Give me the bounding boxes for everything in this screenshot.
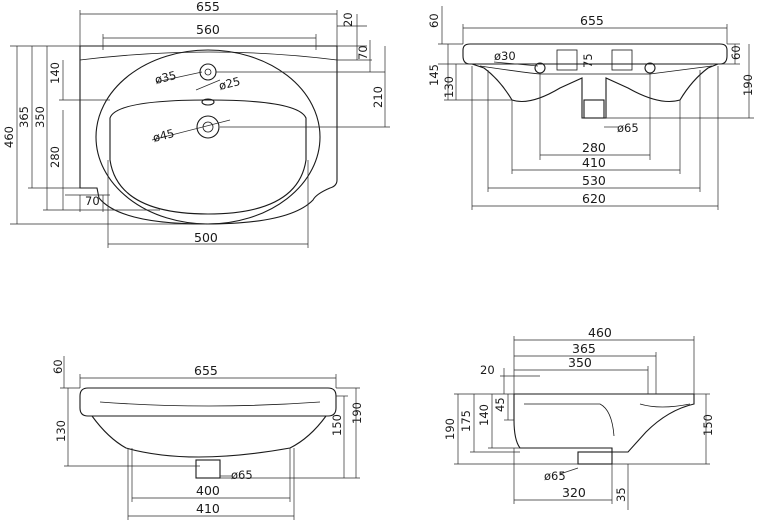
top-dim-280: 280 xyxy=(48,146,62,168)
top-hole-25: ø25 xyxy=(217,74,241,93)
fs-dim-620: 620 xyxy=(582,191,606,206)
side-view: 460 365 350 20 190 175 140 45 150 ø65 32… xyxy=(443,325,715,510)
sv-dim-35: 35 xyxy=(614,487,628,502)
top-dim-20: 20 xyxy=(341,12,355,27)
fs-rim-outline xyxy=(462,43,728,65)
top-overflow-hole xyxy=(201,98,215,106)
fs-dim-190: 190 xyxy=(741,74,755,96)
top-dim-140: 140 xyxy=(48,62,62,84)
top-drain-hole xyxy=(196,115,220,139)
fv-bowl xyxy=(91,415,327,458)
sv-outline xyxy=(513,393,695,453)
fv-drain xyxy=(195,459,221,479)
sv-dim-45: 45 xyxy=(493,397,507,412)
sv-dim-140: 140 xyxy=(477,404,491,426)
fs-dim-410: 410 xyxy=(582,155,606,170)
sv-dim-320: 320 xyxy=(562,485,586,500)
fv-dim-655: 655 xyxy=(194,363,218,378)
sv-drain-65: ø65 xyxy=(544,469,566,483)
fs-dim-145: 145 xyxy=(427,64,441,86)
fs-dim-60-right: 60 xyxy=(729,45,743,60)
fv-drain-65: ø65 xyxy=(231,468,253,482)
fv-dim-400: 400 xyxy=(196,483,220,498)
top-view: 655 560 20 70 210 460 365 350 140 280 70… xyxy=(2,0,390,248)
top-dim-460: 460 xyxy=(2,126,16,148)
fs-drain-65: ø65 xyxy=(617,121,639,135)
fs-dim-530: 530 xyxy=(582,173,606,188)
top-bowl-inner xyxy=(109,99,307,215)
top-tap-hole xyxy=(199,63,217,81)
sv-dim-460: 460 xyxy=(588,325,612,340)
top-dim-210: 210 xyxy=(371,86,385,108)
fv-dim-60: 60 xyxy=(51,359,65,374)
fv-dim-150: 150 xyxy=(330,414,344,436)
fs-dim-655: 655 xyxy=(580,13,604,28)
fs-dim-280: 280 xyxy=(582,140,606,155)
sv-back-curve xyxy=(639,403,691,408)
sv-drain xyxy=(577,451,613,465)
top-dim-365: 365 xyxy=(17,106,31,128)
fv-dim-130: 130 xyxy=(54,420,68,442)
top-dim-655: 655 xyxy=(196,0,220,14)
fv-rim xyxy=(79,387,337,417)
fs-dim-75: 75 xyxy=(581,53,595,68)
top-hole-45: ø45 xyxy=(151,126,175,145)
fs-dim-130: 130 xyxy=(442,76,456,98)
top-basin-outline xyxy=(79,45,338,225)
sv-dim-20: 20 xyxy=(480,363,495,377)
top-bowl-outer xyxy=(95,49,321,225)
top-dim-500: 500 xyxy=(194,230,218,245)
fv-dim-410: 410 xyxy=(196,501,220,516)
top-dim-70-notch: 70 xyxy=(85,194,100,208)
front-section-view: 655 60 145 130 60 190 ø30 75 ø65 280 410… xyxy=(427,6,755,210)
sv-dim-350: 350 xyxy=(568,355,592,370)
fs-dim-60-top: 60 xyxy=(427,13,441,28)
sv-bowl-curve xyxy=(524,403,615,437)
top-dim-350: 350 xyxy=(33,106,47,128)
sv-dim-175: 175 xyxy=(459,410,473,432)
sv-dim-190: 190 xyxy=(443,418,457,440)
fs-hole-30: ø30 xyxy=(494,49,516,63)
fs-tap-block-right xyxy=(611,49,633,71)
top-rim-edge xyxy=(79,51,338,61)
top-hole-35: ø35 xyxy=(153,68,177,87)
top-dim-70-right: 70 xyxy=(356,45,370,60)
sv-dim-365: 365 xyxy=(572,341,596,356)
fs-inner-curve xyxy=(479,65,713,75)
front-view: 655 60 130 150 190 ø65 400 410 xyxy=(51,356,364,520)
fv-dim-190: 190 xyxy=(350,402,364,424)
fs-tap-block-left xyxy=(556,49,578,71)
fs-basin-body xyxy=(471,63,719,119)
fs-drain xyxy=(583,99,605,119)
sv-dim-150: 150 xyxy=(701,414,715,436)
top-dim-560: 560 xyxy=(196,22,220,37)
